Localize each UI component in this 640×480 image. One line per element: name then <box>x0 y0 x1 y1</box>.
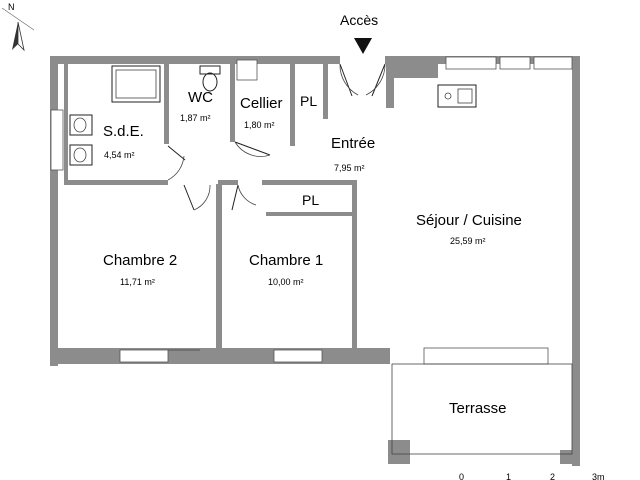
room-area-wc: 1,87 m² <box>180 113 211 123</box>
room-name-wc: WC <box>188 89 213 106</box>
room-name-terrasse: Terrasse <box>449 400 507 417</box>
washbasin-icon <box>69 114 93 166</box>
room-area-cellier: 1,80 m² <box>244 120 275 130</box>
access-arrow-icon <box>354 38 372 54</box>
room-area-sejour: 25,59 m² <box>450 236 486 246</box>
room-name-pl-top: PL <box>300 93 317 109</box>
access-label: Accès <box>340 12 378 28</box>
room-area-chambre1: 10,00 m² <box>268 277 304 287</box>
room-name-sde: S.d.E. <box>103 123 144 140</box>
scale-tick-0: 0 <box>459 472 464 480</box>
terrace-outline <box>391 363 573 455</box>
room-area-sde: 4,54 m² <box>104 150 135 160</box>
room-area-entree: 7,95 m² <box>334 163 365 173</box>
scale-tick-2: 2 <box>550 472 555 480</box>
toilet-icon <box>199 65 221 92</box>
scale-tick-3: 3m <box>592 472 605 480</box>
room-name-chambre1: Chambre 1 <box>249 252 323 269</box>
scale-bar: 0 1 2 3m <box>459 472 605 480</box>
room-name-pl-mid: PL <box>302 192 319 208</box>
shower-icon <box>111 65 161 103</box>
room-name-entree: Entrée <box>331 135 375 152</box>
room-name-cellier: Cellier <box>240 95 283 112</box>
doors <box>167 63 386 351</box>
windows <box>50 56 573 365</box>
north-label: N <box>8 2 15 12</box>
scale-tick-1: 1 <box>506 472 511 480</box>
room-name-sejour: Séjour / Cuisine <box>416 212 522 229</box>
north-arrow-icon <box>1 7 35 52</box>
room-area-chambre2: 11,71 m² <box>120 277 155 287</box>
room-name-chambre2: Chambre 2 <box>103 252 177 269</box>
kitchen-sink-icon <box>437 84 477 108</box>
